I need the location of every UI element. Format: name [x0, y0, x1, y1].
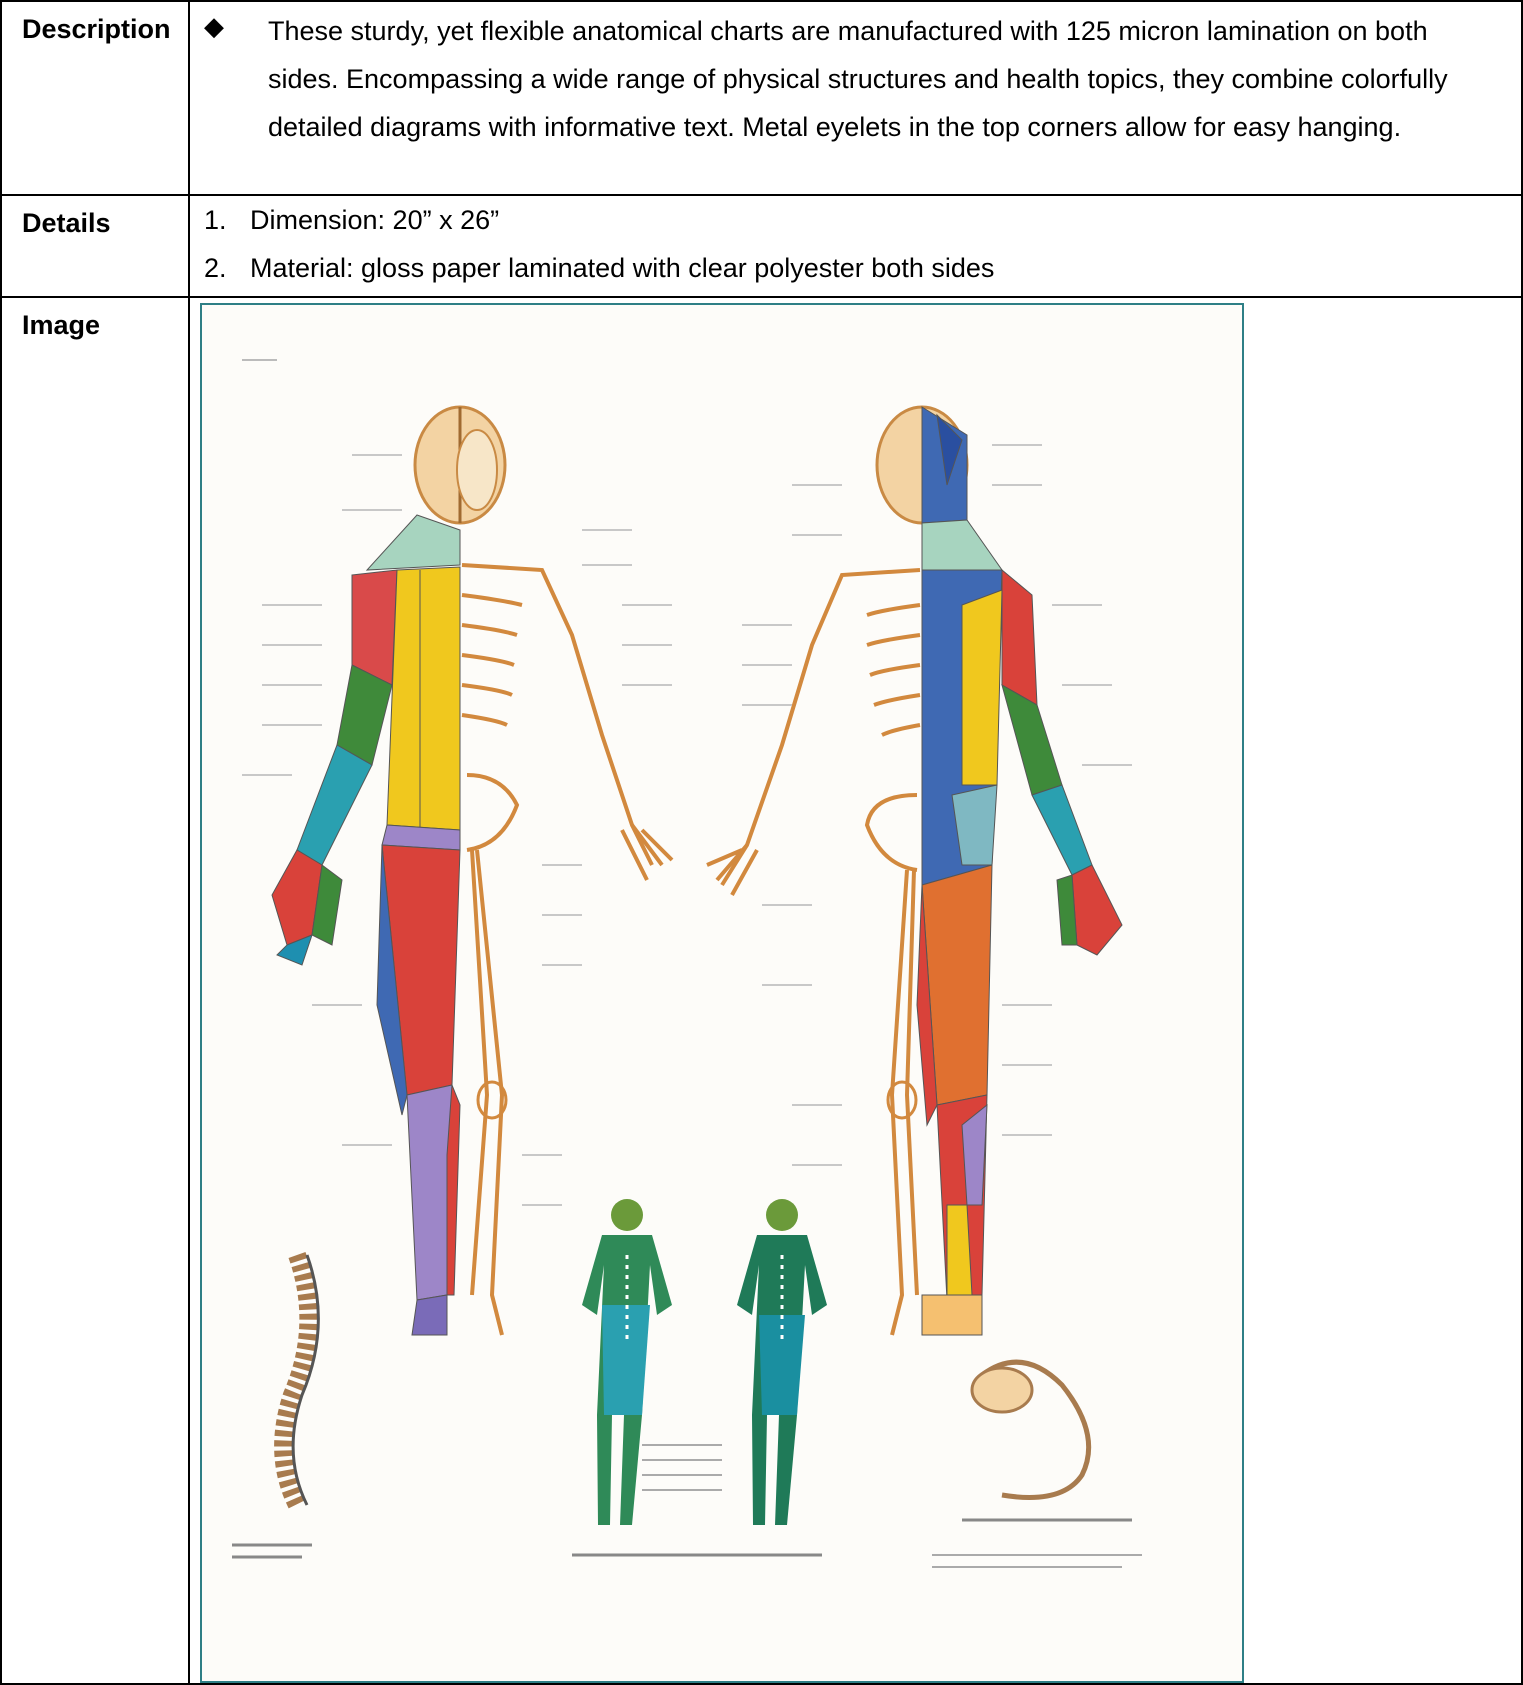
dermatome-figures — [572, 1199, 827, 1555]
details-item: 2. Material: gloss paper laminated with c… — [190, 244, 1521, 292]
description-row: Description ◆ These sturdy, yet flexible… — [1, 1, 1522, 195]
spine-diagram — [232, 1255, 318, 1557]
description-text: These sturdy, yet flexible anatomical ch… — [190, 2, 1521, 151]
details-item: 1. Dimension: 20” x 26” — [190, 196, 1521, 244]
details-item-text: Dimension: 20” x 26” — [250, 205, 499, 235]
diamond-bullet-icon: ◆ — [204, 2, 224, 50]
front-figure — [272, 407, 672, 1335]
details-label: Details — [1, 195, 189, 297]
description-label: Description — [1, 1, 189, 195]
back-figure — [707, 407, 1122, 1335]
image-cell — [189, 297, 1522, 1684]
details-item-number: 1. — [204, 196, 227, 244]
details-row: Details 1. Dimension: 20” x 26” 2. Materia… — [1, 195, 1522, 297]
anatomical-chart-picture — [202, 305, 1242, 1681]
image-row: Image — [1, 297, 1522, 1684]
image-label: Image — [1, 297, 189, 1684]
details-item-number: 2. — [204, 244, 227, 292]
details-item-text: Material: gloss paper laminated with cle… — [250, 253, 994, 283]
description-cell: ◆ These sturdy, yet flexible anatomical … — [189, 1, 1522, 195]
anatomical-chart-image — [200, 303, 1244, 1683]
details-list: 1. Dimension: 20” x 26” 2. Material: gloss… — [190, 196, 1521, 292]
details-cell: 1. Dimension: 20” x 26” 2. Material: gloss… — [189, 195, 1522, 297]
nerve-cross-section — [932, 1362, 1142, 1567]
